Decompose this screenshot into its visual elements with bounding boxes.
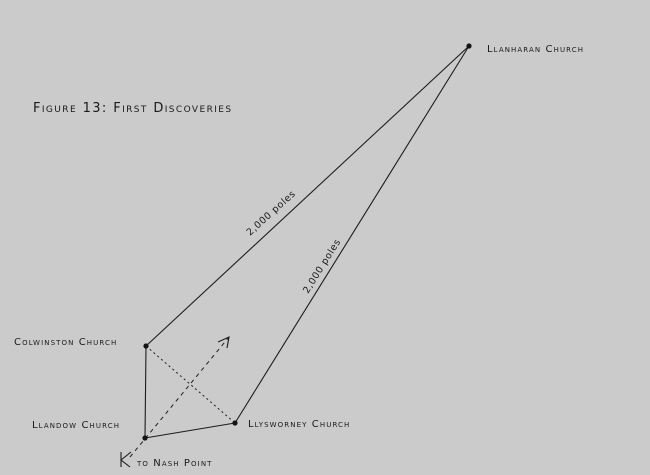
label-llandow: Llandow Church <box>32 420 120 431</box>
line-llysworney-llanharan <box>234 45 470 424</box>
figure-title: Figure 13: First Discoveries <box>33 101 233 116</box>
distance-label-colwinston-llanharan: 2,000 poles <box>245 189 299 239</box>
label-llysworney: Llysworney Church <box>248 419 350 430</box>
distance-label-llysworney-llanharan: 2,000 poles <box>301 237 343 295</box>
line-colwinston-llysworney-dotted <box>145 345 236 424</box>
line-colwinston-llandow <box>144 345 147 439</box>
point-llysworney <box>232 420 238 426</box>
arrow-head-icon <box>217 336 230 349</box>
label-colwinston: Colwinston Church <box>14 337 117 348</box>
line-llandow-llysworney <box>144 422 236 439</box>
direction-mark-icon <box>120 451 132 468</box>
label-nash-point: to Nash Point <box>136 458 213 469</box>
point-colwinston <box>143 343 149 349</box>
label-llanharan: Llanharan Church <box>487 44 584 55</box>
point-llanharan <box>466 43 472 49</box>
point-llandow <box>142 435 148 441</box>
line-colwinston-llanharan <box>145 45 470 347</box>
